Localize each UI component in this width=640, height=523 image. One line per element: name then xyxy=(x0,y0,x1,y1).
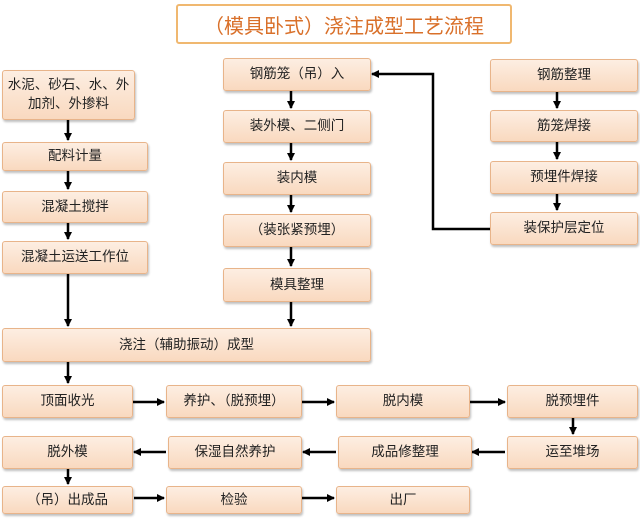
box-cover-spacer: 装保护层定位 xyxy=(490,212,638,245)
box-embed-welding-label: 预埋件焊接 xyxy=(530,169,598,185)
box-moist-curing: 保湿自然养护 xyxy=(168,436,302,469)
box-mold-tidy: 模具整理 xyxy=(223,268,371,302)
box-cage-welding: 筋笼焊接 xyxy=(490,110,638,142)
box-transport-label: 混凝土运送工作位 xyxy=(21,249,129,265)
box-inner-mold: 装内模 xyxy=(223,162,371,195)
box-inner-demold: 脱内模 xyxy=(336,385,470,418)
box-tension-embed: （装张紧预埋） xyxy=(223,214,371,247)
box-inner-demold-label: 脱内模 xyxy=(382,393,424,409)
arrow-cover-to-cage xyxy=(371,70,490,231)
box-cage-in-label: 钢筋笼（吊）入 xyxy=(249,66,345,82)
box-pour-label: 浇注（辅助振动）成型 xyxy=(119,336,254,353)
box-embed-removal-label: 脱预埋件 xyxy=(545,393,600,409)
box-lift-out: （吊）出成品 xyxy=(2,486,133,514)
box-trim: 成品修整理 xyxy=(338,436,472,469)
box-rebar-prep-label: 钢筋整理 xyxy=(537,67,591,83)
box-moist-curing-label: 保湿自然养护 xyxy=(194,444,276,460)
box-cage-welding-label: 筋笼焊接 xyxy=(537,117,591,134)
box-raw-materials-label: 水泥、砂石、水、外加剂、外掺料 xyxy=(7,77,130,112)
box-cover-spacer-label: 装保护层定位 xyxy=(523,220,605,236)
box-surface-finish: 顶面收光 xyxy=(2,385,133,418)
box-outer-demold-label: 脱外模 xyxy=(47,444,88,460)
box-rebar-prep: 钢筋整理 xyxy=(490,59,638,92)
box-outer-mold: 装外模、二侧门 xyxy=(223,110,371,143)
box-mold-tidy-label: 模具整理 xyxy=(270,276,324,293)
box-inspection: 检验 xyxy=(166,486,302,514)
box-raw-materials: 水泥、砂石、水、外加剂、外掺料 xyxy=(2,70,135,120)
diagram-title: （模具卧式）浇注成型工艺流程 xyxy=(176,4,512,44)
box-mixing: 混凝土搅拌 xyxy=(2,191,148,223)
box-curing-label: 养护、（脱预埋） xyxy=(183,393,285,409)
box-outer-mold-label: 装外模、二侧门 xyxy=(249,118,345,134)
box-tension-embed-label: （装张紧预埋） xyxy=(249,222,345,238)
box-inner-mold-label: 装内模 xyxy=(276,170,318,186)
box-batching: 配料计量 xyxy=(2,142,148,171)
box-transport: 混凝土运送工作位 xyxy=(2,241,148,274)
box-embed-removal: 脱预埋件 xyxy=(507,385,638,418)
box-batching-label: 配料计量 xyxy=(48,148,102,164)
box-trim-label: 成品修整理 xyxy=(371,444,439,460)
box-surface-finish-label: 顶面收光 xyxy=(40,393,95,409)
box-pour: 浇注（辅助振动）成型 xyxy=(2,328,371,362)
box-cage-in: 钢筋笼（吊）入 xyxy=(223,58,371,91)
box-ship-out: 出厂 xyxy=(336,486,470,514)
box-to-yard: 运至堆场 xyxy=(507,436,638,469)
box-curing: 养护、（脱预埋） xyxy=(166,385,302,418)
box-outer-demold: 脱外模 xyxy=(2,436,133,469)
box-inspection-label: 检验 xyxy=(220,491,248,508)
box-ship-out-label: 出厂 xyxy=(389,491,417,508)
box-to-yard-label: 运至堆场 xyxy=(545,444,600,460)
box-mixing-label: 混凝土搅拌 xyxy=(41,198,109,215)
box-lift-out-label: （吊）出成品 xyxy=(27,491,108,508)
box-embed-welding: 预埋件焊接 xyxy=(490,161,638,194)
